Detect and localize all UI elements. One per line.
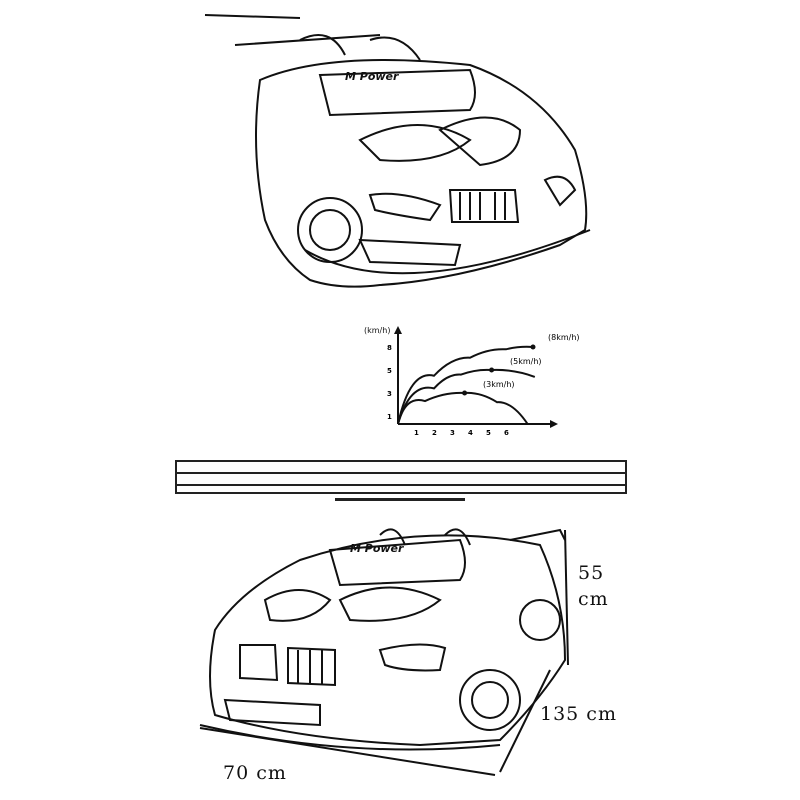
length-dimension: 135 cm [540, 703, 617, 725]
width-dimension: 70 cm [223, 762, 287, 784]
bottom-car-badge: M Power [350, 542, 404, 555]
top-car-badge: M Power [345, 70, 399, 83]
divider-accent [335, 498, 465, 501]
top-car-sketch: M Power [204, 14, 591, 288]
divider-bar [175, 472, 627, 486]
height-dimension-unit: cm [578, 588, 609, 610]
height-dimension-value: 55 [578, 562, 605, 584]
divider-bar [175, 460, 627, 472]
divider-bar [175, 484, 627, 494]
